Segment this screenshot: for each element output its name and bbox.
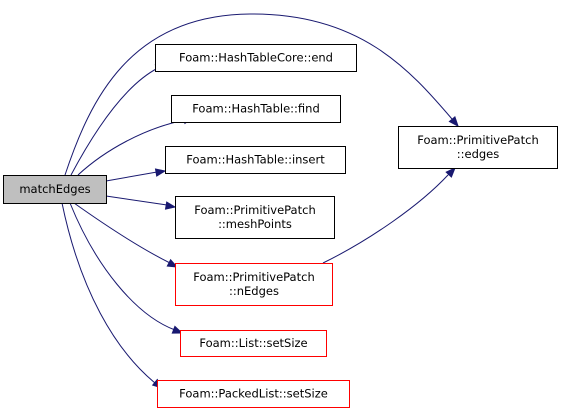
node-hashtable-find[interactable]: Foam::HashTable::find	[171, 95, 341, 123]
node-label: Foam::PrimitivePatch	[193, 270, 314, 284]
node-box	[180, 330, 327, 357]
edge-matchEdges-to-primitivepatch-meshpoints	[105, 195, 177, 210]
node-box	[155, 44, 357, 72]
node-packedlist-setsize[interactable]: Foam::PackedList::setSize	[157, 380, 350, 408]
node-label: Foam::HashTable::find	[192, 102, 320, 116]
edge-matchEdges-to-primitivepatch-nedges	[73, 202, 179, 268]
node-hashtable-insert[interactable]: Foam::HashTable::insert	[165, 146, 346, 174]
node-label: Foam::List::setSize	[199, 336, 307, 350]
node-label: ::edges	[457, 147, 500, 161]
node-label: ::meshPoints	[218, 217, 292, 231]
node-box	[171, 95, 341, 123]
node-box	[157, 380, 350, 408]
node-hashtablecore-end[interactable]: Foam::HashTableCore::end	[155, 44, 357, 72]
edge-line	[322, 174, 449, 264]
node-label: Foam::HashTable::insert	[186, 153, 325, 167]
edge-matchEdges-to-packedlist-setsize	[61, 202, 164, 389]
edge-line-end	[447, 174, 450, 176]
node-layer: matchEdges Foam::HashTableCore::endFoam::…	[3, 44, 558, 408]
node-box	[165, 146, 346, 174]
node-primitivepatch-meshpoints[interactable]: Foam::PrimitivePatch::meshPoints	[175, 196, 335, 239]
node-matchEdges[interactable]: matchEdges	[3, 175, 107, 204]
node-label: Foam::PrimitivePatch	[194, 203, 315, 217]
edge-line-end	[155, 171, 158, 173]
arrow-head	[171, 325, 184, 334]
node-label: matchEdges	[19, 182, 90, 196]
edge-line-end	[165, 204, 168, 207]
edge-primitivepatch-nedges-to-primitivepatch-edges	[322, 167, 456, 264]
edge-line	[61, 202, 156, 384]
node-primitivepatch-nedges[interactable]: Foam::PrimitivePatch::nEdges	[175, 263, 333, 306]
edge-line	[77, 119, 186, 176]
node-box	[398, 126, 558, 169]
node-box	[175, 196, 335, 239]
node-list-setsize[interactable]: Foam::List::setSize	[180, 330, 327, 357]
edge-matchEdges-to-primitivepatch-edges	[64, 13, 459, 176]
node-primitivepatch-edges[interactable]: Foam::PrimitivePatch::edges	[398, 126, 558, 169]
node-label: Foam::PackedList::setSize	[179, 387, 328, 401]
edge-line	[73, 202, 171, 264]
edge-matchEdges-to-list-setsize	[69, 202, 184, 334]
node-label: Foam::HashTableCore::end	[179, 51, 333, 65]
node-box	[3, 175, 107, 204]
arrow-head	[166, 258, 179, 268]
node-label: ::nEdges	[229, 284, 279, 298]
node-label: Foam::PrimitivePatch	[417, 133, 538, 147]
node-box	[175, 263, 333, 306]
edge-line	[69, 202, 176, 331]
edge-line	[70, 67, 159, 176]
edge-line	[105, 171, 158, 182]
edge-line	[64, 13, 453, 176]
arrow-head	[154, 168, 167, 177]
edge-matchEdges-to-hashtablecore-end	[70, 63, 167, 176]
edge-line	[105, 195, 168, 206]
edge-matchEdges-to-hashtable-insert	[105, 168, 167, 182]
